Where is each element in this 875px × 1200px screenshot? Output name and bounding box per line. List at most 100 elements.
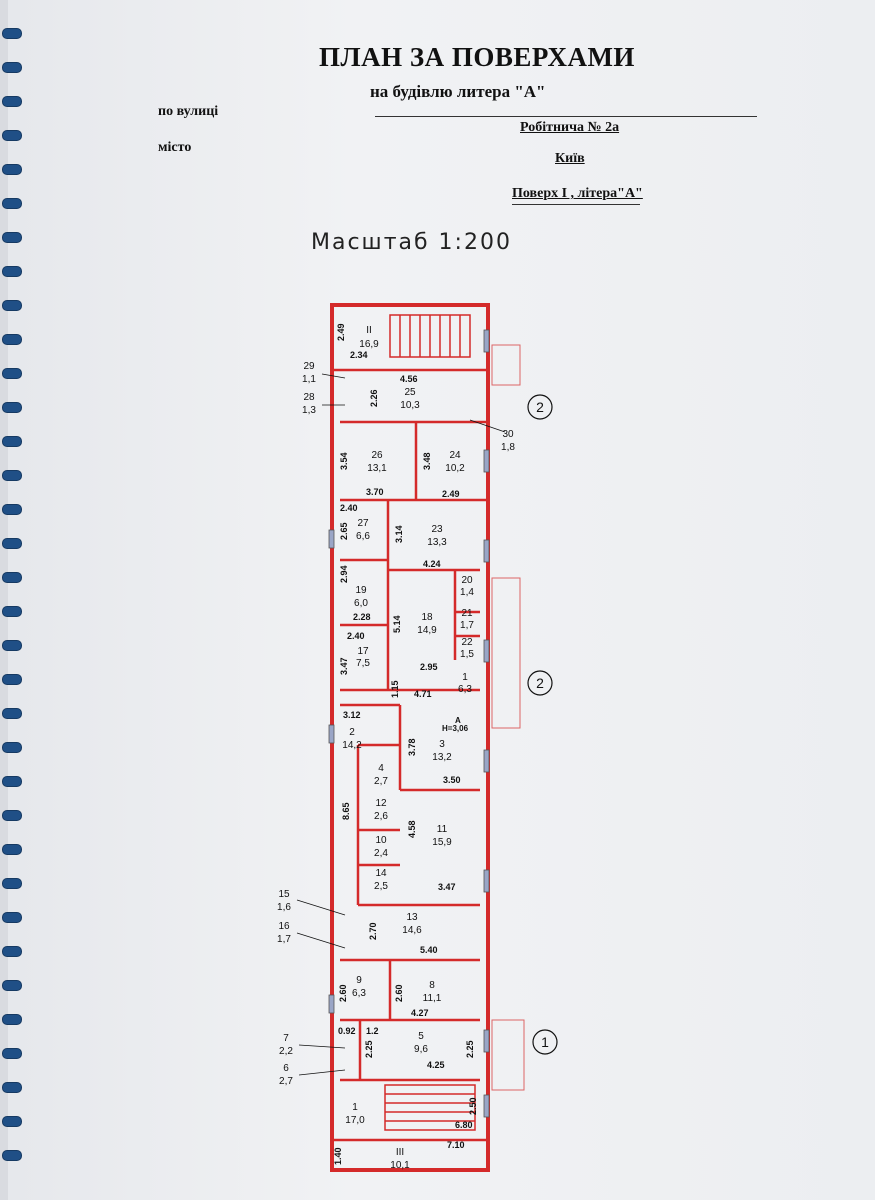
room-label: 27 [357,518,369,529]
dimension: 2.49 [442,489,460,499]
room-area: 17,0 [345,1115,365,1126]
dimension: 3.47 [438,882,456,892]
room-area: 6,3 [352,988,366,999]
porches [491,344,525,1091]
dimension: 2.95 [420,662,438,672]
street-label: по вулиці [158,104,219,119]
room-label: 20 [461,575,473,586]
room-label: 18 [421,612,433,623]
room-label: 7 [283,1033,289,1044]
room-label: 23 [431,524,443,535]
windows [328,329,490,1118]
room-label: 8 [429,980,435,991]
room-label: 30 [502,429,514,440]
dimension: 2.25 [364,1040,374,1058]
leader-lines [296,373,506,1076]
dimension: 2.60 [338,984,348,1002]
floor-underline [512,204,640,205]
dimension: 2.40 [347,631,365,641]
dimension: 6.80 [455,1120,473,1130]
room-label: 15 [278,889,290,900]
stairs [384,314,476,1131]
room-area: 2,2 [279,1046,293,1057]
room-area: 1,7 [277,934,291,945]
room-area: 1,4 [460,587,474,598]
room-label: III [396,1147,404,1158]
room-area: 10,3 [400,400,420,411]
dimension: 4.24 [423,559,441,569]
dimension: 8.65 [341,802,351,820]
dimension-labels: 2.49 2.34 4.56 2.26 3.54 3.48 3.70 2.49 … [333,323,478,1165]
dimension: 2.94 [339,565,349,583]
room-area: 2,6 [374,811,388,822]
room-area: 13,3 [427,537,447,548]
room-label: 26 [371,450,383,461]
outer-walls [330,303,490,1172]
city-value: Київ [555,151,585,166]
room-area: 14,2 [342,740,362,751]
room-area: 16,9 [359,339,379,350]
room-label: II [366,325,372,336]
dimension: 7.10 [447,1140,465,1150]
dimension: 0.92 [338,1026,356,1036]
room-label: 19 [355,585,367,596]
room-area: 2,5 [374,881,388,892]
spiral-binding [0,0,26,1200]
street-value: Робітнича № 2а [520,120,620,135]
room-area: 9,6 [414,1044,428,1055]
dimension: 2.40 [340,503,358,513]
dimension: 4.25 [427,1060,445,1070]
entrance-markers [527,394,558,1055]
room-label: 6 [283,1063,289,1074]
room-label: 14 [375,868,387,879]
room-label: 28 [303,392,315,403]
dimension: 2.26 [369,389,379,407]
dimension: 5.40 [420,945,438,955]
dimension: 2.28 [353,612,371,622]
dimension: 3.48 [422,452,432,470]
room-label: 11 [437,824,448,835]
dimension: 4.58 [407,820,417,838]
dimension: 3.78 [407,738,417,756]
dimension: 3.47 [339,657,349,675]
room-area: 1,1 [302,374,316,385]
entrance-2-top: 2 [536,399,544,415]
dimension: 1.2 [366,1026,379,1036]
dimension: 2.49 [336,323,346,341]
dimension: 2.34 [350,350,368,360]
room-area: 15,9 [432,837,452,848]
room-area: 1,3 [302,405,316,416]
room-area: 10,2 [445,463,465,474]
dimension: 3.12 [343,710,361,720]
dimension: 2.65 [339,522,349,540]
room-area: 2,7 [374,776,388,787]
room-label: 22 [461,637,473,648]
room-area: 14,9 [417,625,437,636]
inner-walls [332,368,488,1142]
document-sheet [8,0,875,1200]
room-labels: II 16,9 29 1,1 28 1,3 25 10,3 30 1,8 26 … [277,325,515,1171]
room-area: 14,6 [402,925,422,936]
room-area: 11,1 [423,993,442,1004]
subtitle-underline [375,116,757,117]
room-area: 1,6 [277,902,291,913]
dimension: 1.40 [333,1147,343,1165]
room-label: 5 [418,1031,424,1042]
room-area: 7,5 [356,658,370,669]
dimension: 1.15 [390,680,400,698]
room-label: 21 [461,608,473,619]
room-area: 13,1 [367,463,387,474]
room-label: 3 [439,739,445,750]
room-label: 13 [406,912,418,923]
room-label: 17 [357,646,369,657]
room-label: 29 [303,361,315,372]
room-label: 2 [349,727,355,738]
room-area: 6,6 [356,531,370,542]
room-area: 6,0 [354,598,368,609]
room-area: 10,1 [390,1160,410,1171]
room-label: 1 [352,1102,358,1113]
room-area: 1,7 [460,620,474,631]
room-label: 24 [449,450,461,461]
room-label: 12 [375,798,387,809]
